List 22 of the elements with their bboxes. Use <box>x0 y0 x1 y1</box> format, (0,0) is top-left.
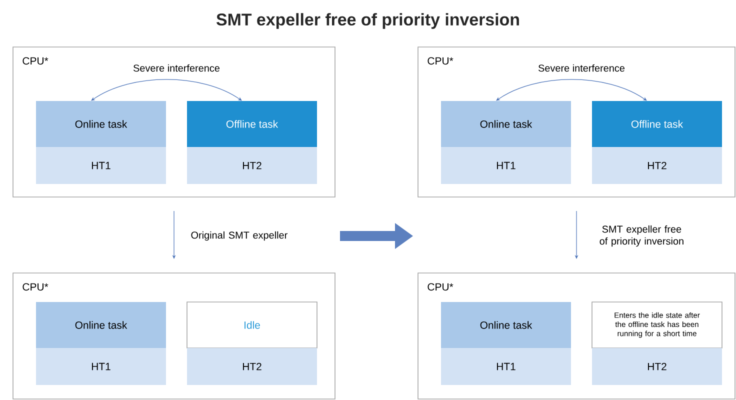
thread-box: HT2 <box>592 348 722 385</box>
thread-box: HT1 <box>441 147 571 184</box>
task-box: Online task <box>441 101 571 147</box>
task-box: Online task <box>36 302 166 348</box>
edge-label: Severe interference <box>538 64 624 72</box>
task-box: Offline task <box>592 101 722 147</box>
thread-box: HT1 <box>441 348 571 385</box>
edge-label: Original SMT expeller <box>191 231 288 241</box>
thread-box: HT2 <box>592 147 722 184</box>
curved-arrow <box>91 79 242 101</box>
edge-label: Severe interference <box>133 64 220 72</box>
idle-box: Idle <box>186 302 318 348</box>
task-box: Offline task <box>187 101 317 147</box>
thread-box: HT2 <box>187 348 317 385</box>
thread-box: HT2 <box>187 147 317 184</box>
title: SMT expeller free of priority inversion <box>216 13 519 29</box>
thread-box: HT1 <box>36 147 166 184</box>
thread-box: HT1 <box>36 348 166 385</box>
task-box: Online task <box>441 302 571 348</box>
curved-arrow <box>496 79 647 101</box>
task-box: Online task <box>36 101 166 147</box>
edge-label: SMT expeller free of priority inversion <box>600 225 684 247</box>
